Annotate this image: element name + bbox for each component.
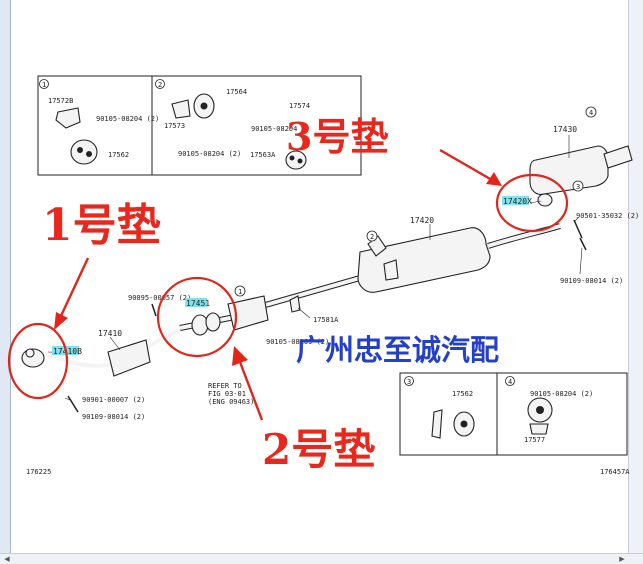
part-number-label: 90095-00057 (2) — [128, 294, 191, 302]
gasket-3-drawing — [537, 193, 553, 207]
part-number-label: 17563A — [250, 151, 276, 159]
reference-note: (ENG 09463) — [208, 398, 254, 406]
part-number-label: 17581A — [313, 316, 339, 324]
callout-number: 1 — [238, 288, 242, 296]
diagram-code: 176457A — [600, 468, 630, 476]
gasket-1-arrow — [58, 257, 90, 319]
vertical-scrollbar[interactable] — [628, 0, 643, 564]
gasket-2-drawing — [191, 314, 209, 336]
exhaust-pipe-assembly — [21, 145, 633, 413]
part-number-label: 17562 — [108, 151, 129, 159]
part-number-label: 17410 — [98, 329, 122, 338]
part-number-label: 17410B — [53, 347, 82, 356]
hanger-bracket-drawing — [171, 99, 191, 119]
part-number-label: 90105-08204 (2) — [530, 390, 593, 398]
callout-circles: 4 3 2 1 — [234, 106, 597, 297]
gasket-3-arrow — [439, 148, 493, 182]
inset-box-top: 1 2 17572B 90105-08204 (2) 17562 17564 1… — [37, 75, 362, 176]
part-number-label: 90105-08169 (2) — [266, 338, 329, 346]
inset-box-bottom: 3 4 17562 90105-08204 (2) 17577 — [399, 372, 628, 456]
scroll-left-arrow-icon[interactable]: ◀ — [4, 555, 10, 563]
callout-number: 2 — [370, 233, 374, 241]
gasket-3-annotation: 3号垫 — [286, 114, 388, 159]
inset-index-circle — [39, 79, 49, 89]
gasket-2-circle — [156, 276, 238, 358]
scroll-right-arrow-icon[interactable]: ▶ — [619, 555, 625, 563]
rear-muffler-drawing — [529, 145, 609, 195]
part-number-label: 90501-35032 (2) — [576, 212, 639, 220]
tail-pipe-drawing — [603, 145, 633, 169]
part-number-label: 90901-00007 (2) — [82, 396, 145, 404]
part-number-label: 90105-08204 (2) — [96, 115, 159, 123]
inset-index-label: 1 — [42, 81, 46, 89]
front-catalytic-converter-drawing — [107, 339, 151, 377]
gasket-1-annotation: 1号垫 — [42, 200, 161, 251]
inset-index-circle — [155, 79, 165, 89]
part-number-label: 17572B — [48, 97, 73, 105]
part-number-label: 90105-08204 — [251, 125, 297, 133]
rubber-hanger-drawing — [70, 139, 98, 165]
gasket-1-circle — [7, 322, 69, 400]
part-number-label: 17451 — [186, 299, 210, 308]
part-number-label: 17564 — [226, 88, 247, 96]
rubber-hanger-drawing — [285, 150, 307, 170]
part-number-label: 90109-08014 (2) — [560, 277, 623, 285]
part-number-label: 17420X — [503, 197, 532, 206]
inset-index-label: 2 — [158, 81, 162, 89]
highlight-17451 — [185, 298, 207, 307]
red-annotations — [7, 148, 569, 421]
part-number-label: 90109-08014 (2) — [82, 413, 145, 421]
part-number-label: 17420 — [410, 216, 434, 225]
horizontal-scrollbar[interactable]: ◀ ▶ — [0, 553, 643, 564]
inset-index-label: 3 — [407, 378, 411, 386]
inset-index-label: 4 — [508, 378, 512, 386]
part-number-label: 17573 — [164, 122, 185, 130]
hanger-bracket-drawing — [55, 107, 81, 129]
highlight-17420x — [502, 196, 529, 205]
reference-note: REFER TO — [208, 382, 242, 390]
seller-watermark: 广州忠至诚汽配 — [296, 333, 499, 367]
part-number-label: 17430 — [553, 125, 577, 134]
callout-number: 4 — [589, 109, 593, 117]
gasket-2-annotation: 2号垫 — [262, 425, 375, 474]
reference-note: FIG 03-01 — [208, 390, 246, 398]
gasket-2-arrow — [238, 361, 264, 421]
part-number-label: 90105-08204 (2) — [178, 150, 241, 158]
part-number-label: 17574 — [289, 102, 310, 110]
window-left-frame — [0, 0, 11, 564]
diagram-code: 176225 — [26, 468, 51, 476]
center-catalytic-converter-drawing — [227, 295, 269, 331]
part-number-label: 17577 — [524, 436, 545, 444]
callout-number: 3 — [576, 183, 580, 191]
main-part-labels: 17430 17420X 90501-35032 (2) 17420 90109… — [26, 125, 639, 476]
part-number-label: 17562 — [452, 390, 473, 398]
gasket-3-circle — [495, 173, 569, 233]
